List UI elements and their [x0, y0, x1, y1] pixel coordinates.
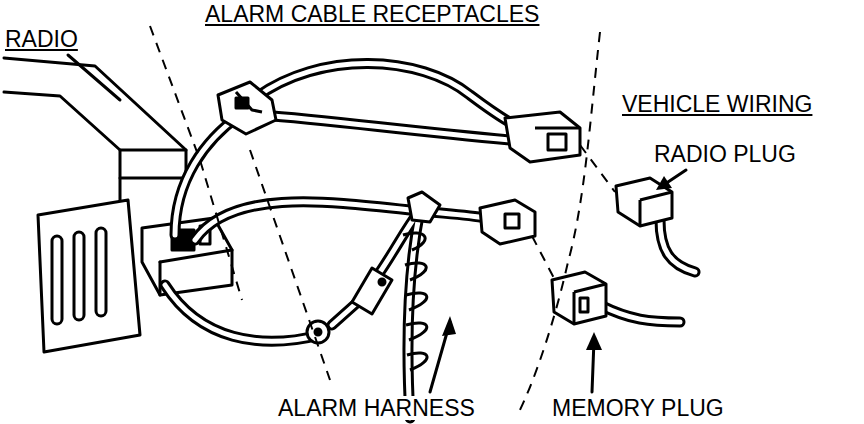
part-label: RADIO PLUG	[652, 142, 798, 166]
part-label: ALARM HARNESS	[276, 396, 477, 420]
part-heading: RADIO	[3, 27, 80, 51]
part-heading: VEHICLE WIRING	[620, 92, 814, 116]
part-label: MEMORY PLUG	[550, 396, 726, 420]
part-heading: ALARM CABLE RECEPTACLES	[203, 2, 541, 26]
